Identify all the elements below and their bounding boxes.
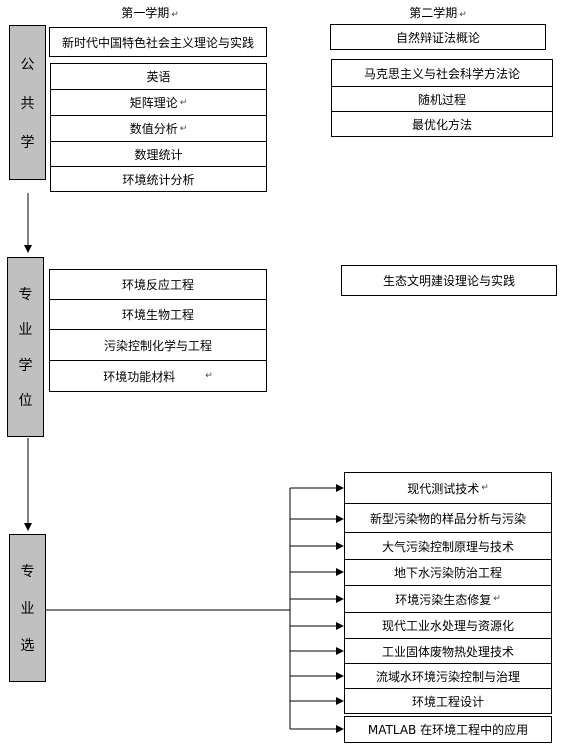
paragraph-mark: ↵: [205, 371, 213, 381]
elective-label: 流域水环境污染控制与治理: [375, 669, 520, 684]
elective-label: 现代测试技术: [407, 481, 480, 496]
elective-label: MATLAB 在环境工程中的应用: [367, 723, 529, 737]
course-box: 环境功能材料 ↵: [49, 360, 267, 392]
course-label: 数值分析: [129, 122, 178, 136]
course-box: 随机过程: [331, 86, 553, 112]
category-elective: 专 业 选: [9, 534, 46, 682]
course-box: 污染控制化学与工程: [49, 329, 267, 361]
elective-box: 现代工业水处理与资源化: [344, 612, 552, 639]
course-box: 环境统计分析: [50, 166, 267, 192]
category-degree: 专 业 学 位: [7, 257, 44, 437]
course-label: 英语: [146, 70, 171, 84]
elective-label: 大气污染控制原理与技术: [381, 539, 514, 554]
paragraph-mark: ↵: [179, 123, 188, 134]
elective-label: 环境污染生态修复: [395, 592, 492, 607]
category-public: 公 共 学: [9, 25, 46, 180]
course-box: 环境生物工程: [49, 299, 267, 330]
semester2-header: 第二学期↵: [398, 4, 478, 21]
category-degree-char: 业: [18, 322, 33, 339]
course-label: 自然辩证法概论: [395, 30, 480, 45]
course-label: 新时代中国特色社会主义理论与实践: [61, 35, 254, 50]
course-label: 矩阵理论: [129, 96, 178, 110]
category-elective-char: 业: [20, 600, 35, 617]
paragraph-mark: ↵: [493, 594, 501, 604]
elective-box: MATLAB 在环境工程中的应用: [344, 716, 552, 743]
category-degree-char: 专: [18, 286, 33, 303]
course-box: 数理统计: [50, 141, 267, 168]
elective-box: 现代测试技术↵: [344, 472, 552, 504]
course-label: 环境统计分析: [122, 172, 195, 187]
category-public-char: 公: [20, 56, 35, 73]
semester1-header-text: 第一学期: [121, 6, 170, 20]
course-box: 马克思主义与社会科学方法论: [331, 59, 553, 87]
elective-box: 环境污染生态修复↵: [344, 585, 552, 613]
category-degree-char: 学: [18, 357, 33, 374]
course-box: 矩阵理论↵: [50, 89, 267, 116]
course-label: 污染控制化学与工程: [103, 338, 212, 353]
elective-box: 工业固体废物热处理技术: [344, 638, 552, 664]
category-public-char: 共: [20, 95, 35, 112]
course-box: 新时代中国特色社会主义理论与实践: [49, 27, 267, 57]
elective-label: 现代工业水处理与资源化: [381, 619, 514, 633]
course-label: 随机过程: [417, 92, 466, 107]
elective-label: 新型污染物的样品分析与污染: [369, 511, 526, 526]
elective-box: 新型污染物的样品分析与污染: [344, 503, 552, 533]
course-box: 自然辩证法概论: [330, 24, 546, 50]
category-degree-char: 位: [18, 393, 33, 410]
paragraph-mark: ↵: [171, 10, 179, 20]
elective-box: 环境工程设计: [344, 688, 552, 714]
paragraph-mark: ↵: [179, 97, 188, 108]
elective-box: 地下水污染防治工程: [344, 559, 552, 586]
course-box: 数值分析↵: [50, 115, 267, 142]
course-label: 马克思主义与社会科学方法论: [363, 66, 520, 81]
course-label: 环境反应工程: [121, 278, 194, 292]
semester2-header-text: 第二学期: [409, 6, 458, 20]
category-elective-char: 选: [20, 637, 35, 654]
paragraph-mark: ↵: [481, 483, 489, 493]
course-box: 环境反应工程: [49, 269, 267, 300]
semester1-header: 第一学期↵: [110, 4, 190, 21]
paragraph-mark: ↵: [459, 10, 467, 20]
elective-box: 大气污染控制原理与技术: [344, 532, 552, 560]
course-box: 生态文明建设理论与实践: [341, 265, 557, 296]
course-label: 最优化方法: [411, 117, 472, 132]
course-box: 最优化方法: [331, 111, 553, 137]
course-label: 环境功能材料: [103, 369, 176, 384]
course-label: 环境生物工程: [121, 308, 194, 322]
category-public-char: 学: [20, 134, 35, 151]
course-box: 英语: [50, 63, 267, 90]
elective-label: 地下水污染防治工程: [393, 566, 502, 580]
course-label: 数理统计: [134, 148, 183, 162]
course-label: 生态文明建设理论与实践: [382, 274, 515, 288]
elective-box: 流域水环境污染控制与治理: [344, 663, 552, 689]
category-elective-char: 专: [20, 564, 35, 581]
elective-label: 环境工程设计: [411, 694, 484, 709]
elective-label: 工业固体废物热处理技术: [381, 644, 514, 659]
